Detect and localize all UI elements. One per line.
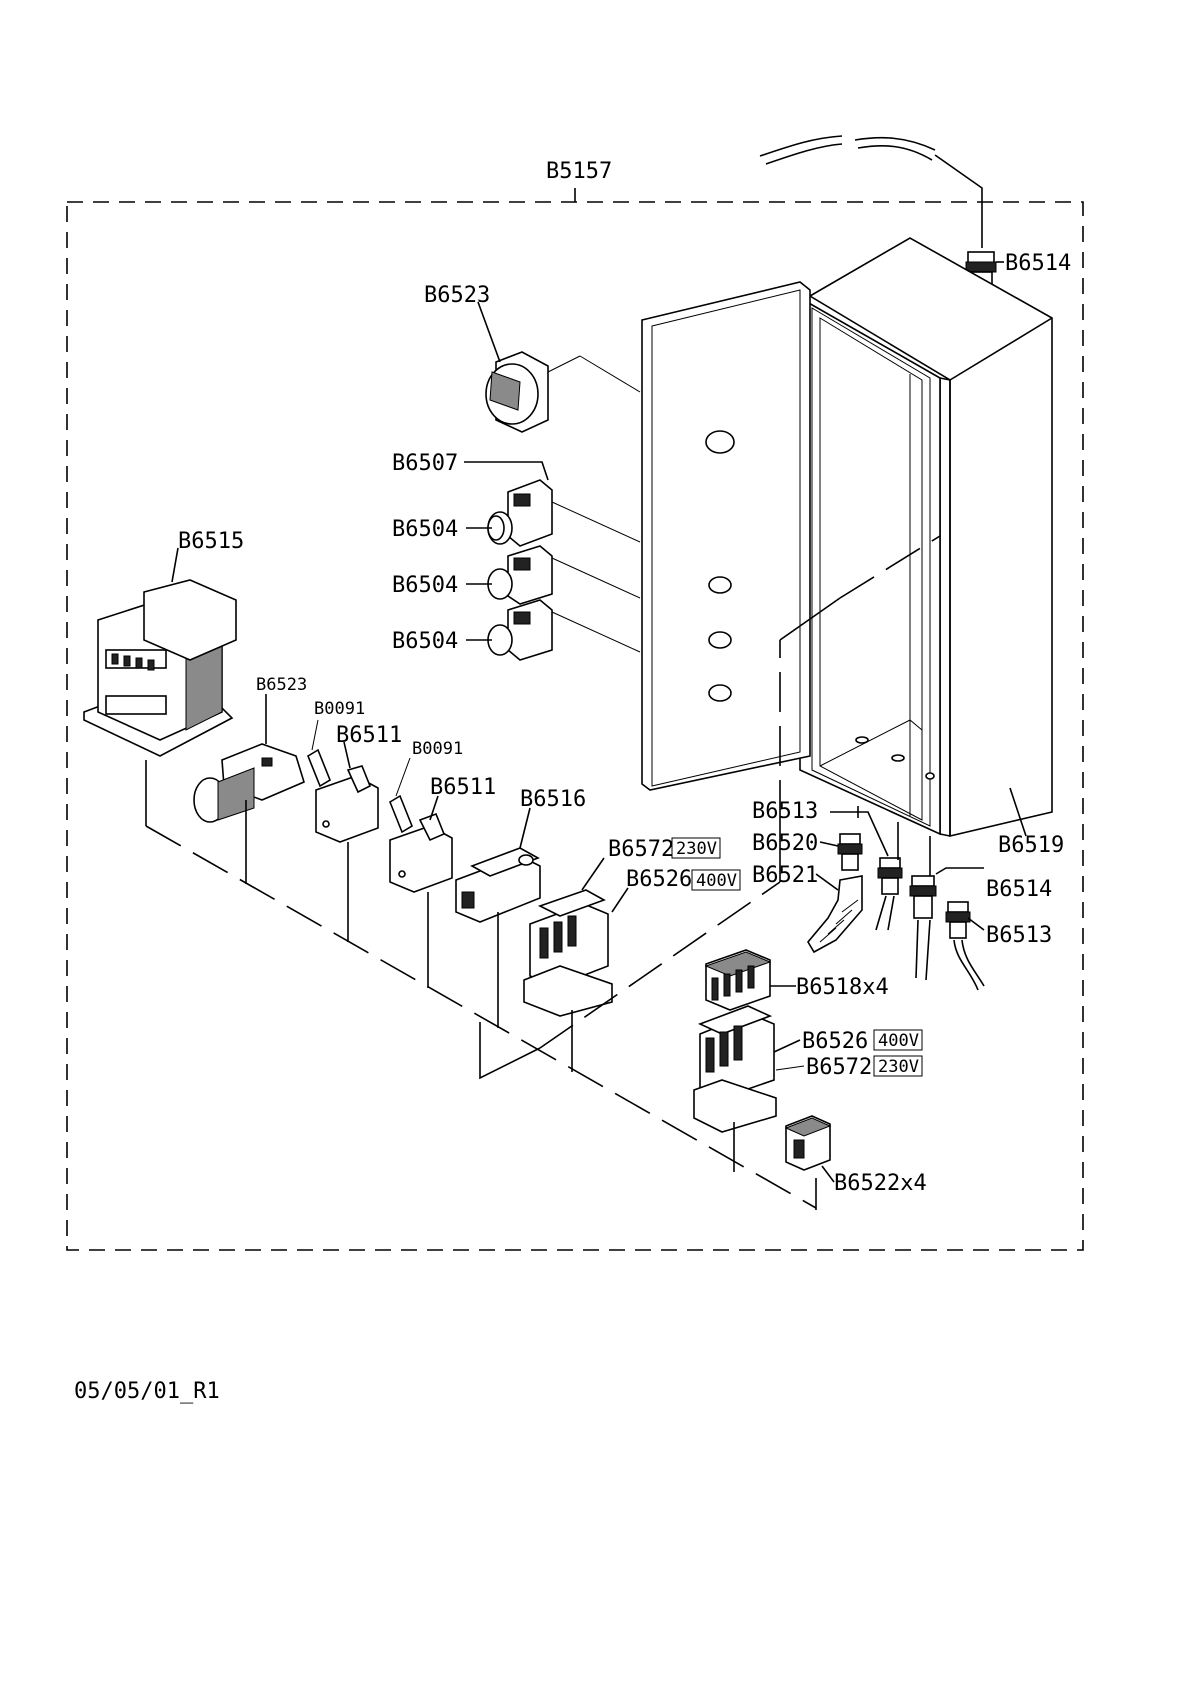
label-b6511-b: B6511 [430,775,496,800]
cable-gland-b6520 [838,834,862,870]
push-button-group [488,480,640,660]
rotary-switch-small [194,744,304,822]
label-b6504-a: B6504 [392,517,458,542]
label-b6522: B6522x4 [834,1171,927,1196]
label-b6526-bottom: B6526 [802,1029,868,1054]
label-b6518: B6518x4 [796,975,889,1000]
terminal-block-b6518 [706,950,770,1010]
label-b6520: B6520 [752,831,818,856]
label-b6504-c: B6504 [392,629,458,654]
fuse-b [390,796,412,832]
voltage-230-top: 230V [676,839,717,859]
contactor-top [524,890,612,1016]
push-button-2 [488,600,552,660]
label-b6526-top: B6526 [626,867,692,892]
power-cable [760,136,982,248]
label-b6514-bottom: B6514 [986,877,1052,902]
indicator-lamp [488,480,552,546]
label-b6504-b: B6504 [392,573,458,598]
voltage-400-bottom: 400V [878,1031,919,1051]
relay-b6516 [456,848,540,922]
voltage-400-top: 400V [696,871,737,891]
label-b6507: B6507 [392,451,458,476]
label-b6523-small: B6523 [256,675,307,695]
label-b0091-a: B0091 [314,699,365,719]
revision-label: 05/05/01_R1 [74,1379,220,1404]
cable-gland-b6513-b [946,902,984,990]
label-b6514-top: B6514 [1005,251,1071,276]
cabinet-door [642,282,810,790]
label-b0091-b: B0091 [412,739,463,759]
label-b6519: B6519 [998,833,1064,858]
voltage-230-bottom: 230V [878,1057,919,1077]
fuse-a [308,750,330,786]
label-b6516: B6516 [520,787,586,812]
cabinet-enclosure [800,238,1052,836]
label-b6515: B6515 [178,529,244,554]
label-b6572-bottom: B6572 [806,1055,872,1080]
assembly-label: B5157 [546,159,612,184]
contactor-bottom [694,1006,776,1132]
cable-gland-b6513-a [876,858,902,930]
label-b6513-b: B6513 [986,923,1052,948]
label-b6572-top: B6572 [608,837,674,862]
label-b6511-a: B6511 [336,723,402,748]
rotary-switch-top [486,352,640,432]
terminal-b6522 [786,1116,830,1170]
label-b6521: B6521 [752,863,818,888]
label-b6513-a: B6513 [752,799,818,824]
label-b6523-top: B6523 [424,283,490,308]
cable-gland-b6514-bottom [910,876,936,980]
transformer [84,580,236,756]
push-button-1 [488,546,552,604]
